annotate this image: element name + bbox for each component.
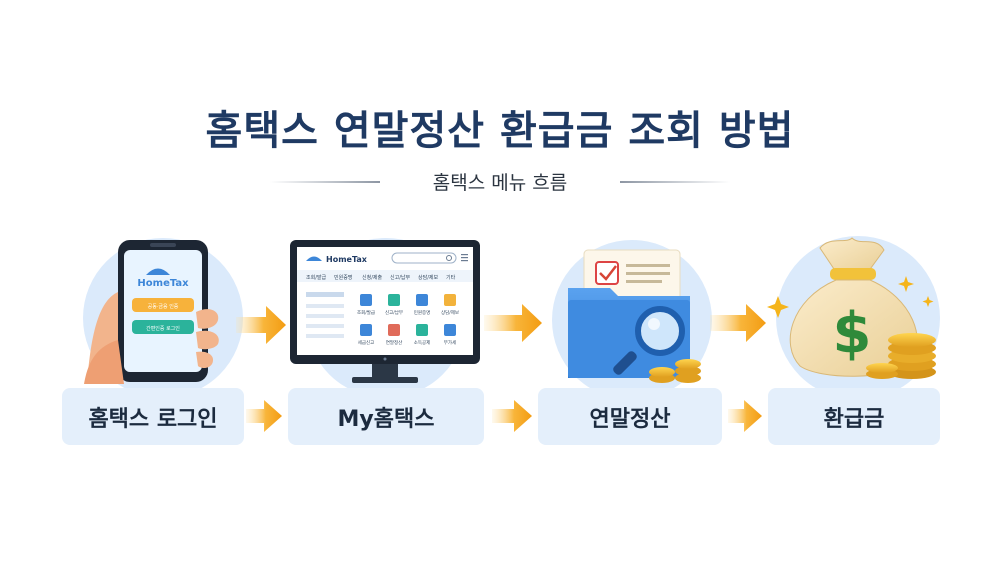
divider-left bbox=[270, 181, 380, 183]
step-label-login: 홈택스 로그인 bbox=[62, 388, 244, 445]
monitor-menu-item: 기타 bbox=[446, 274, 456, 281]
step-label-yearend: 연말정산 bbox=[538, 388, 722, 445]
monitor-tile-icon bbox=[388, 324, 400, 336]
monitor-menu-item: 조회/발급 bbox=[306, 274, 326, 281]
monitor-tile-label: 조회/발급 bbox=[357, 309, 375, 316]
moneybag-illustration: $ bbox=[767, 237, 936, 379]
monitor-tile-label: 부가세 bbox=[444, 339, 456, 346]
monitor-menu-item: 신청/제출 bbox=[362, 274, 382, 281]
phone-login-button-2 bbox=[132, 320, 194, 334]
monitor-tile-icon bbox=[416, 324, 428, 336]
monitor-tile-label: 소득공제 bbox=[414, 339, 431, 346]
monitor-tile-label: 신고/납부 bbox=[385, 309, 403, 316]
sparkle-icon bbox=[898, 276, 914, 292]
phone-button-2-label: 간편인증 로그인 bbox=[146, 325, 180, 332]
step-label-refund: 환급금 bbox=[768, 388, 940, 445]
subtitle-row: 홈택스 메뉴 흐름 bbox=[270, 168, 730, 196]
arrow-icon bbox=[236, 306, 286, 344]
monitor-tile-label: 연말정산 bbox=[386, 339, 403, 346]
monitor-tile-icon bbox=[416, 294, 428, 306]
phone-illustration: HomeTax 공동·금융 인증 간편인증 로그인 bbox=[84, 240, 219, 384]
dollar-symbol: $ bbox=[833, 301, 872, 366]
page-title: 홈택스 연말정산 환급금 조회 방법 bbox=[205, 108, 795, 154]
monitor-tile-label: 상담/제보 bbox=[441, 309, 459, 316]
monitor-tile-icon bbox=[360, 294, 372, 306]
monitor-search-bar bbox=[391, 252, 457, 264]
phone-brand: HomeTax bbox=[137, 278, 189, 289]
folder-illustration bbox=[568, 249, 701, 383]
monitor-tile-icon bbox=[444, 294, 456, 306]
phone-button-1-label: 공동·금융 인증 bbox=[148, 303, 179, 310]
monitor-menu-item: 상담/제보 bbox=[418, 274, 438, 281]
monitor-menu-item: 신고/납부 bbox=[390, 274, 410, 281]
arrow-icon bbox=[246, 400, 282, 432]
monitor-tile-label: 세금신고 bbox=[358, 339, 375, 346]
monitor-tile-icon bbox=[444, 324, 456, 336]
step-label-myhometax: My홈택스 bbox=[288, 388, 484, 445]
monitor-brand: HomeTax bbox=[326, 255, 368, 264]
arrow-icon bbox=[728, 400, 762, 432]
monitor-tile-icon bbox=[388, 294, 400, 306]
arrow-icon bbox=[492, 400, 532, 432]
subtitle: 홈택스 메뉴 흐름 bbox=[432, 172, 568, 194]
monitor-menu-item: 민원증명 bbox=[334, 274, 352, 281]
arrow-icon bbox=[484, 304, 542, 342]
monitor-tile-label: 민원증명 bbox=[414, 309, 431, 316]
monitor-tile-icon bbox=[360, 324, 372, 336]
sparkle-icon bbox=[767, 296, 789, 318]
phone-login-button-1 bbox=[132, 298, 194, 312]
sparkle-icon bbox=[922, 296, 934, 307]
divider-right bbox=[620, 181, 730, 183]
arrow-icon bbox=[710, 304, 766, 342]
